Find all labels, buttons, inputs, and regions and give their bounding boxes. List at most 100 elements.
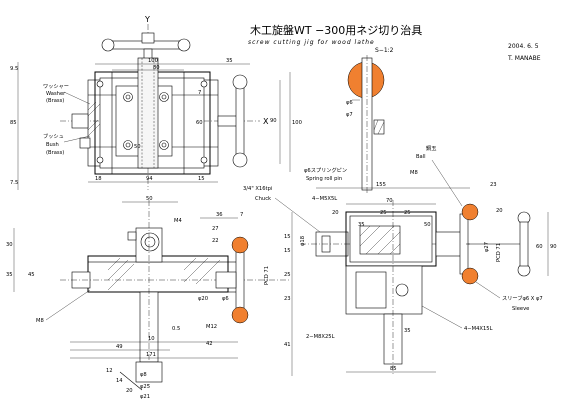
pcd-left-label: PCD 71: [264, 266, 270, 285]
dim-fr-70: 70: [386, 198, 393, 204]
spring-pin-en-label: Spring roll pin: [306, 176, 342, 182]
side-handle-knob-bottom: [232, 152, 248, 168]
dim-fl-phi20: φ20: [198, 296, 208, 302]
orange-ball-front-bottom: [231, 306, 249, 324]
spring-pin-jp-label: φ6スプリングピン: [304, 166, 347, 174]
dim-fr-23: 23: [490, 182, 497, 188]
dim-fr-85: 85: [390, 366, 397, 372]
dim-fl-phi21: φ21: [140, 394, 150, 400]
dim-fr-15b: 15: [284, 248, 291, 254]
dim-top-35: 35: [226, 58, 233, 64]
dim-left-9-5: 9.5: [10, 66, 18, 72]
dim-fl-14: 14: [116, 378, 123, 384]
drawing-author: T. MANABE: [507, 55, 541, 62]
m8-left-label: M8: [36, 318, 44, 324]
pcd-right-label: PCD 71: [496, 243, 502, 262]
bush-material-label: (Brass): [46, 150, 64, 156]
dim-fr-phi18: φ18: [300, 236, 306, 246]
dim-fl-22: 22: [212, 238, 219, 244]
dim-sv-phi6: φ6: [346, 100, 353, 106]
frame-bolts: [96, 80, 208, 164]
dim-right-90: 90: [270, 118, 277, 124]
axis-y-label: Y: [144, 15, 150, 24]
dim-right-60: 60: [196, 120, 203, 126]
bush-en-label: Bush: [46, 142, 59, 148]
dim-fr-90: 90: [550, 244, 557, 250]
dim-mid-50: 50: [134, 144, 141, 150]
dim-left-85: 85: [10, 120, 17, 126]
dim-left-7-5: 7.5: [10, 180, 18, 186]
dim-bot-94: 94: [146, 176, 153, 182]
orange-ball-side-top: [461, 203, 479, 221]
dim-top-80: 80: [153, 65, 160, 71]
dim-fl-42: 42: [206, 341, 213, 347]
axis-x-label: X: [263, 117, 269, 126]
dim-fl-171: 171: [146, 352, 156, 358]
dim-fr-20: 20: [332, 210, 339, 216]
dim-right-7: 7: [198, 90, 201, 96]
dim-fl-phi8: φ8: [140, 372, 147, 378]
m12-label: M12: [206, 324, 217, 330]
dim-fl-35: 35: [6, 272, 13, 278]
top-handle-knob-left: [101, 38, 115, 52]
dim-fl-36: 36: [216, 212, 223, 218]
dim-fr-20b: 20: [496, 208, 503, 214]
dim-fr-35: 35: [358, 222, 365, 228]
dim-fl-50: 50: [146, 196, 153, 202]
dim-fr-155: 155: [376, 182, 386, 188]
dim-fr-60: 60: [536, 244, 543, 250]
dim-right-100: 100: [292, 120, 302, 126]
ball-jp-label: 鋼玉: [426, 144, 436, 152]
dim-fr-50: 50: [424, 222, 431, 228]
washer-material-label: (Brass): [46, 98, 64, 104]
m4x5-5l-label: 4−M5X5L: [312, 196, 337, 202]
sleeve-jp-label: スリーブφ6 X φ7: [502, 294, 543, 302]
pin-detail-view: φ6 φ7: [346, 55, 385, 195]
chuck-label: Chuck: [255, 196, 271, 202]
dim-fl-45: 45: [28, 272, 35, 278]
dim-fr-23b: 23: [284, 296, 291, 302]
dim-fl-27: 27: [212, 226, 219, 232]
dim-bot-18: 18: [95, 176, 102, 182]
m2x25l-label: 2−M8X25L: [306, 334, 335, 340]
dim-fl-0-5: 0.5: [172, 326, 180, 332]
chuck-spec-label: 3/4" X16tpi: [243, 186, 272, 192]
dim-fl-20: 20: [126, 388, 133, 394]
dim-top-100: 100: [148, 58, 158, 64]
drawing-subtitle: screw cutting jig for wood lathe: [248, 39, 375, 46]
dim-fr-35b: 35: [404, 328, 411, 334]
dim-bot-15: 15: [198, 176, 205, 182]
chuck-body: [315, 231, 349, 257]
dim-fr-25a: 25: [380, 210, 387, 216]
drawing-title: 木工旋盤WT −300用ネジ切り治具: [250, 23, 422, 37]
orange-ball-side-bottom: [461, 267, 479, 285]
side-view-right: 3/4" X16tpi Chuck φ6スプリングピン Spring roll …: [243, 144, 557, 376]
dim-fl-phi25: φ25: [140, 384, 150, 390]
side-handle-knob-top: [232, 74, 248, 90]
m8-right-label: M8: [410, 170, 418, 176]
dim-fl-12: 12: [106, 368, 113, 374]
dim-fr-phi27: φ27: [484, 242, 490, 252]
dim-sv-phi7: φ7: [346, 112, 353, 118]
dim-fr-25c: 25: [284, 272, 291, 278]
dim-fl-phi6: φ6: [222, 296, 229, 302]
dim-fl-7: 7: [240, 212, 243, 218]
dim-fr-25b: 25: [404, 210, 411, 216]
dim-fl-30: 30: [6, 242, 13, 248]
sleeve-en-label: Sleeve: [512, 306, 529, 312]
top-handle-knob-right: [177, 38, 191, 52]
washer-jp-label: ワッシャー: [43, 83, 69, 90]
drawing-scale: S−1:2: [375, 47, 394, 54]
dim-fl-10: 10: [148, 336, 155, 342]
bush-jp-label: ブッシュ: [43, 132, 64, 140]
washer-en-label: Washer: [46, 91, 66, 97]
ball-en-label: Ball: [416, 154, 426, 160]
m4x15l-label: 4−M4X15L: [464, 326, 493, 332]
orange-ball-front-top: [231, 236, 249, 254]
plan-view: Y X: [10, 15, 302, 190]
dim-fr-41: 41: [284, 342, 291, 348]
front-view-left: M4 M12 M8 PCD 71 50 36 7 27 22 30 35 45 …: [6, 196, 290, 400]
drawing-date: 2004. 6. 5: [508, 43, 539, 50]
